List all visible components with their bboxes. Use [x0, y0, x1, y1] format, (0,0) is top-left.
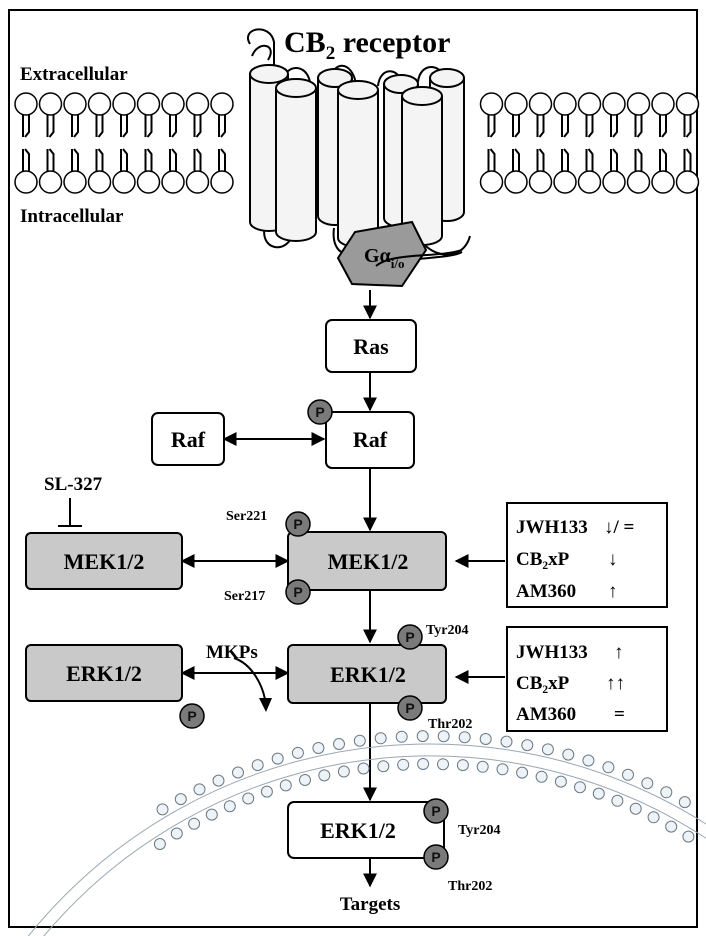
erk-left-node	[25, 644, 183, 702]
phospho-nuc-top: P	[423, 798, 449, 824]
mek-right-node	[287, 531, 447, 591]
svg-text:↓: ↓	[608, 549, 618, 570]
raf-left-label: Raf	[171, 427, 206, 452]
svg-text:JWH133: JWH133	[516, 517, 588, 538]
erk-effect-row-1: CB₂xP ↑↑	[516, 673, 625, 694]
svg-text:P: P	[431, 849, 440, 865]
phospho-mek-bottom: P	[285, 579, 311, 605]
site-ser217: Ser217	[224, 589, 265, 604]
plasma-membrane	[14, 92, 700, 194]
mek-left-node	[25, 532, 183, 590]
svg-text:=: =	[614, 704, 625, 725]
svg-text:P: P	[405, 629, 414, 645]
phosphatase-label: MKPs	[206, 642, 258, 663]
figure-frame	[8, 9, 698, 928]
targets-label: Targets	[340, 894, 401, 915]
erk-right-label: ERK1/2	[330, 662, 406, 687]
raf-left-node	[151, 412, 225, 466]
svg-text:P: P	[293, 584, 302, 600]
svg-text:CB₂xP: CB₂xP	[516, 673, 570, 694]
nuclear-membrane	[27, 730, 706, 936]
mek-left-label: MEK1/2	[64, 549, 145, 574]
mek-effect-row-0: JWH133 ↓/ =	[516, 517, 634, 538]
raf-right-node	[325, 411, 415, 469]
phospho-raf: P	[307, 399, 333, 425]
receptor-title: CB2 receptor	[284, 26, 450, 64]
svg-text:CB₂xP: CB₂xP	[516, 549, 570, 570]
site-ser221: Ser221	[226, 509, 267, 524]
erk-effect-row-2: AM360 =	[516, 704, 625, 725]
svg-text:AM360: AM360	[516, 581, 576, 602]
connector-arrows	[180, 290, 505, 888]
svg-text:P: P	[187, 708, 196, 724]
svg-text:↑: ↑	[614, 642, 624, 663]
phospho-nuc-bottom: P	[423, 844, 449, 870]
svg-text:↑: ↑	[608, 581, 618, 602]
erk-effect-row-0: JWH133 ↑	[516, 642, 624, 663]
site-nuc-thr202: Thr202	[448, 879, 492, 894]
svg-text:AM360: AM360	[516, 704, 576, 725]
site-erk-thr202: Thr202	[428, 717, 472, 732]
phospho-mek-top: P	[285, 511, 311, 537]
receptor-helices	[249, 64, 465, 248]
svg-text:P: P	[431, 803, 440, 819]
site-nuc-tyr204: Tyr204	[458, 823, 501, 838]
svg-text:P: P	[315, 404, 324, 420]
mek-right-label: MEK1/2	[328, 549, 409, 574]
intracellular-label: Intracellular	[20, 206, 124, 227]
svg-text:JWH133: JWH133	[516, 642, 588, 663]
ras-node	[325, 319, 417, 373]
erk-effects-box	[506, 626, 668, 732]
svg-text:↑↑: ↑↑	[606, 673, 625, 694]
mek-effects-box	[506, 502, 668, 608]
phospho-erk-bottom: P	[397, 695, 423, 721]
phospho-erk-top: P	[397, 624, 423, 650]
g-protein-label: Gαi/o	[364, 245, 404, 271]
mek-effect-row-2: AM360 ↑	[516, 581, 618, 602]
svg-text:P: P	[405, 700, 414, 716]
g-protein-shape	[336, 220, 428, 288]
mek-effect-row-1: CB₂xP ↓	[516, 549, 618, 570]
extracellular-label: Extracellular	[20, 64, 128, 85]
ras-label: Ras	[353, 334, 389, 359]
raf-right-label: Raf	[353, 427, 388, 452]
inhibitor-label: SL-327	[44, 474, 103, 495]
erk-nuclear-label: ERK1/2	[320, 818, 396, 843]
erk-nuclear-node	[287, 801, 445, 859]
svg-text:P: P	[293, 516, 302, 532]
svg-text:↓/ =: ↓/ =	[604, 517, 634, 538]
erk-left-label: ERK1/2	[66, 661, 142, 686]
site-erk-tyr204: Tyr204	[426, 623, 469, 638]
erk-right-node	[287, 644, 447, 704]
phospho-released: P	[179, 703, 205, 729]
